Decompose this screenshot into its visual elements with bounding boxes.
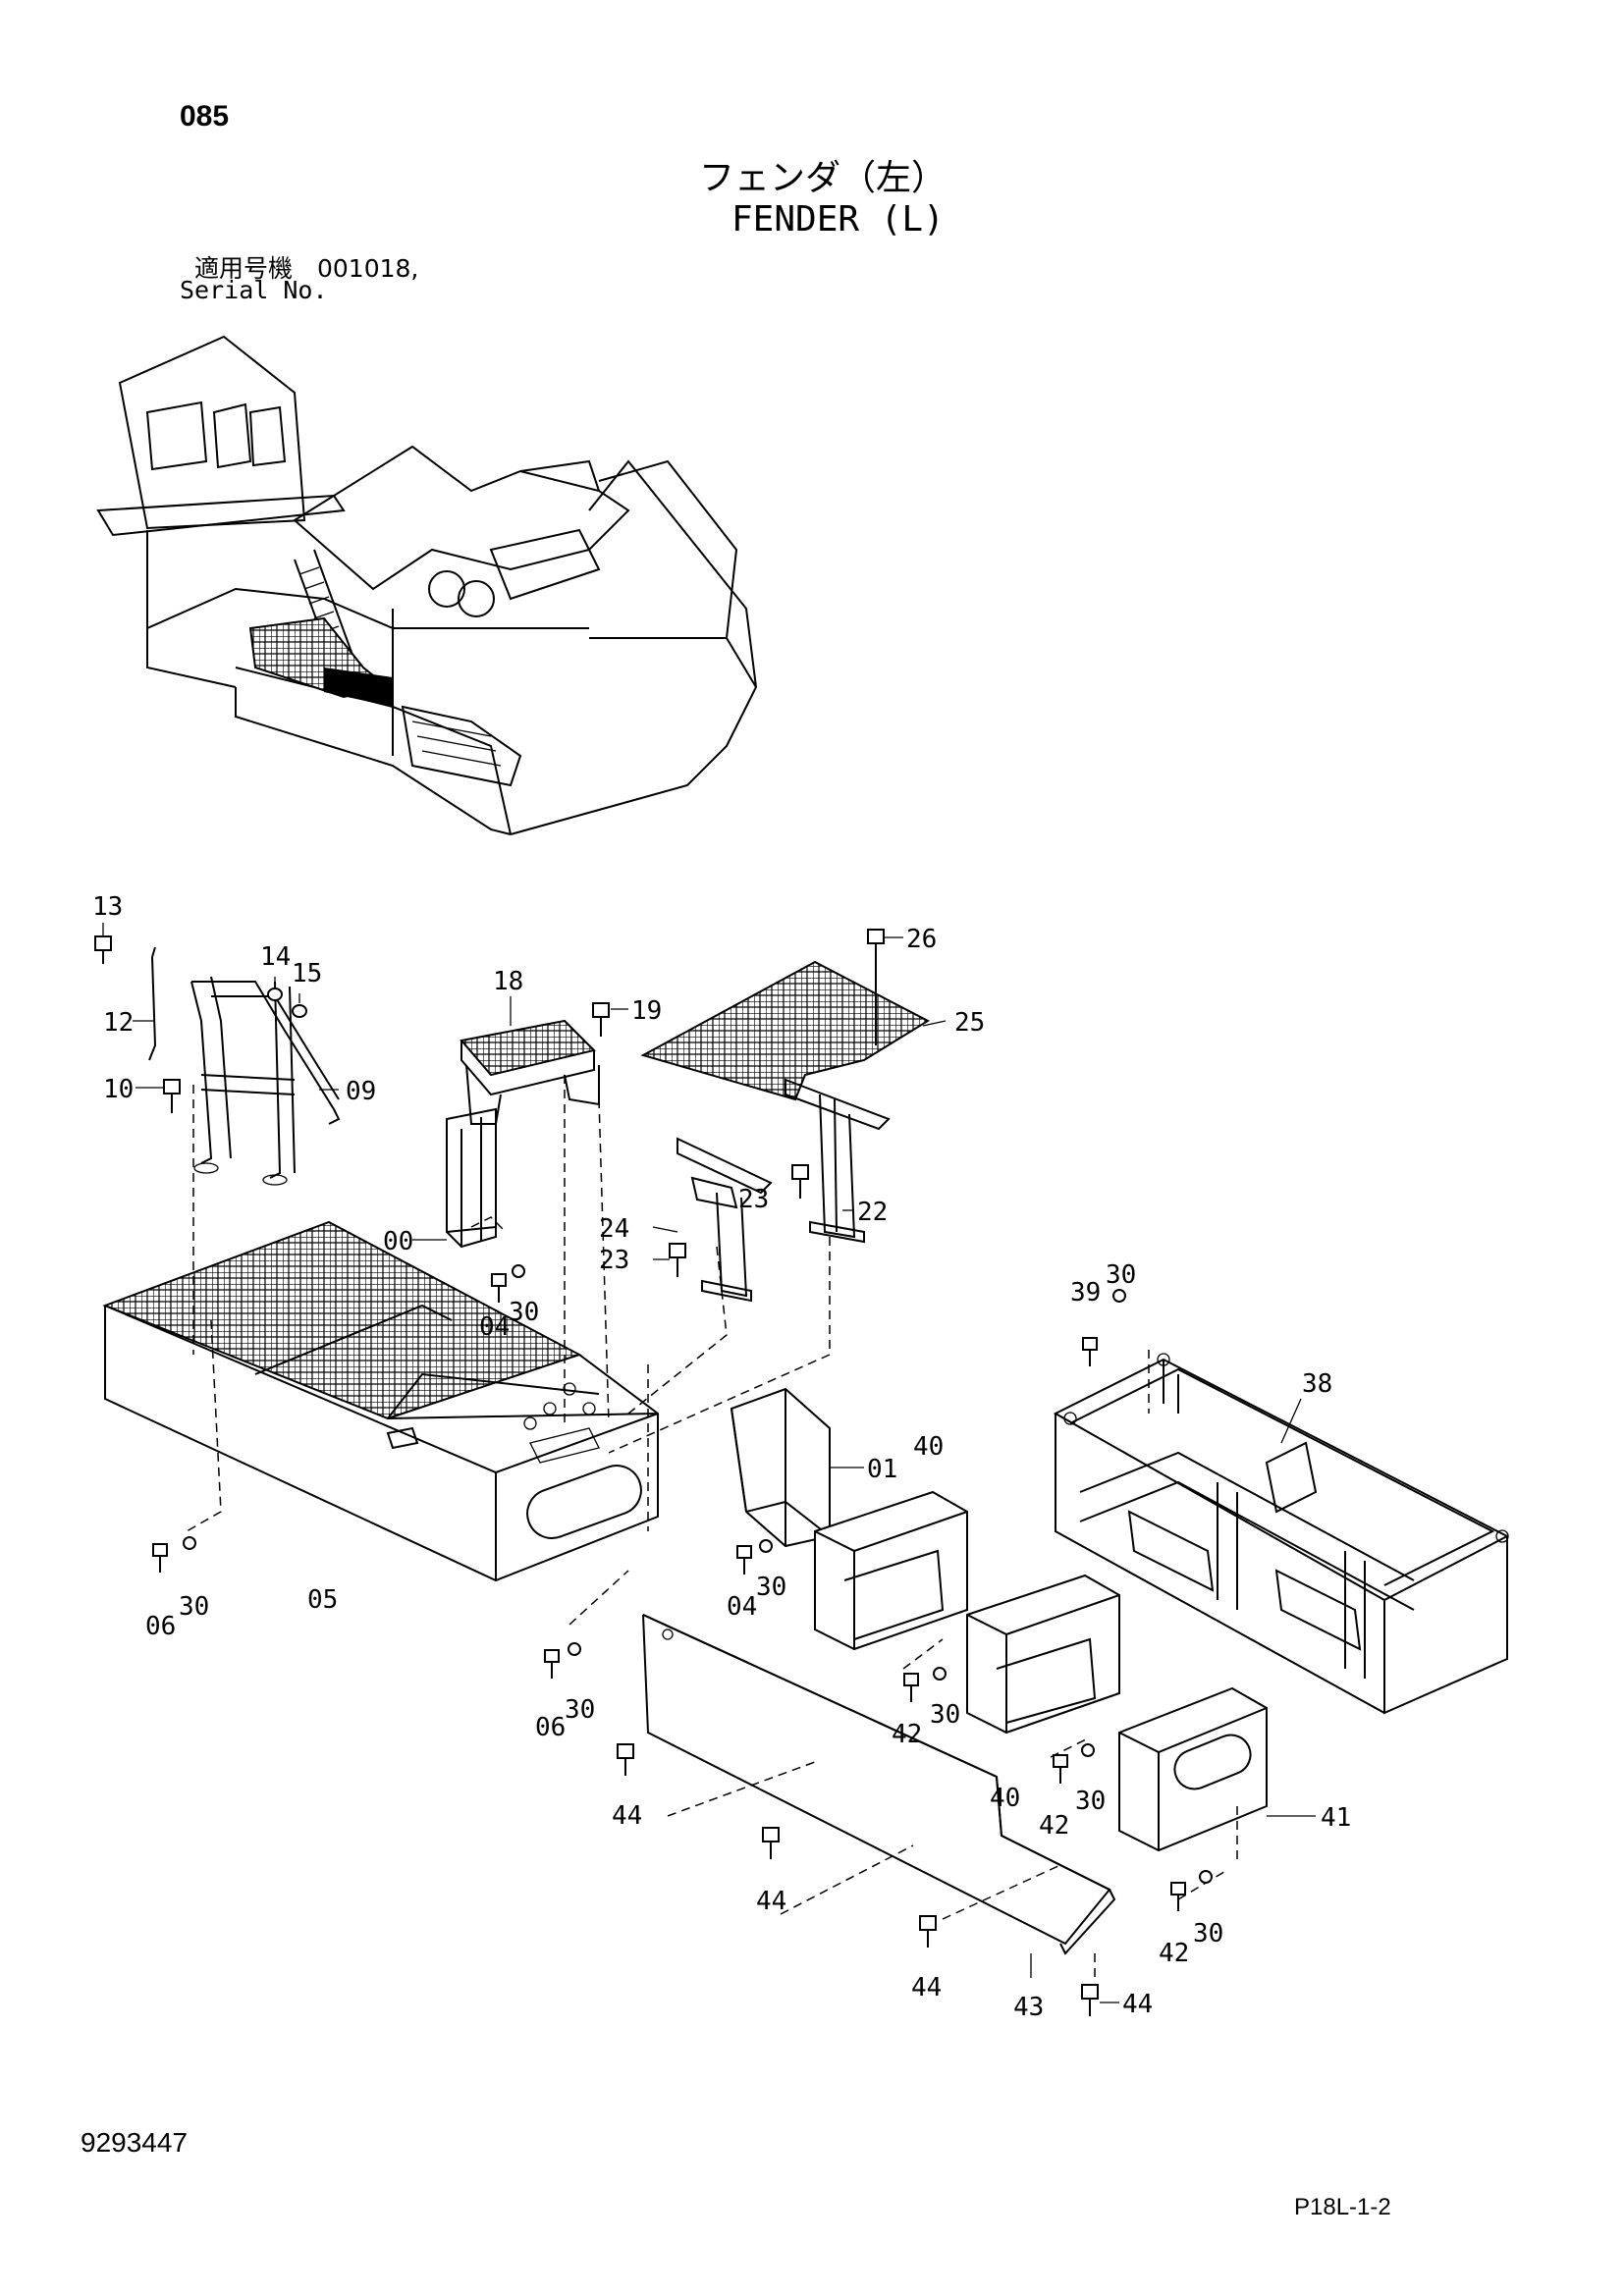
callout-38: 38 bbox=[1302, 1369, 1332, 1399]
callout-19: 19 bbox=[631, 996, 662, 1026]
callout-30-left: 30 bbox=[509, 1298, 539, 1327]
callout-09: 09 bbox=[346, 1077, 376, 1106]
serial-label-english: Serial No. bbox=[180, 276, 328, 304]
callout-42-a: 42 bbox=[892, 1720, 922, 1749]
callout-30-center: 30 bbox=[756, 1573, 786, 1602]
handrail-assembly bbox=[148, 946, 341, 1186]
callout-44-d: 44 bbox=[1122, 1990, 1153, 2019]
callout-43: 43 bbox=[1013, 1993, 1044, 2022]
callout-44-c: 44 bbox=[911, 1973, 942, 2002]
document-number: 9293447 bbox=[81, 2127, 189, 2158]
support-24 bbox=[677, 1137, 773, 1303]
page-number: 085 bbox=[180, 100, 230, 133]
callout-26: 26 bbox=[906, 925, 937, 954]
sheet-id: P18L-1-2 bbox=[1294, 2194, 1391, 2220]
frame-38 bbox=[1053, 1353, 1509, 1715]
callout-15: 15 bbox=[292, 959, 322, 988]
callout-12: 12 bbox=[103, 1008, 134, 1038]
callout-22: 22 bbox=[857, 1198, 888, 1227]
callout-00: 00 bbox=[383, 1227, 413, 1256]
bracket-00 bbox=[446, 1107, 497, 1249]
callout-18: 18 bbox=[493, 967, 523, 996]
callout-04-left: 04 bbox=[479, 1312, 510, 1342]
callout-05: 05 bbox=[307, 1585, 338, 1615]
box-40-lower bbox=[966, 1574, 1120, 1735]
callout-labels: 13 14 15 12 09 10 18 19 26 25 00 24 23 2… bbox=[92, 892, 1351, 2022]
callout-06-center: 06 bbox=[535, 1713, 566, 1742]
callout-42-b: 42 bbox=[1039, 1811, 1069, 1841]
box-41 bbox=[1118, 1686, 1268, 1852]
callout-30-center-lower: 30 bbox=[565, 1695, 595, 1725]
callout-23-lower: 23 bbox=[599, 1246, 629, 1275]
callout-41: 41 bbox=[1321, 1803, 1351, 1833]
callout-23-upper: 23 bbox=[738, 1185, 769, 1214]
callout-25: 25 bbox=[954, 1008, 985, 1038]
bracket-01 bbox=[730, 1387, 831, 1548]
callout-40-lower: 40 bbox=[990, 1784, 1020, 1813]
callout-39: 39 bbox=[1070, 1278, 1101, 1308]
title-japanese: フェンダ（左） bbox=[699, 158, 947, 198]
plate-43 bbox=[642, 1614, 1116, 1955]
callout-30-c: 30 bbox=[1193, 1919, 1223, 1949]
callout-06-left: 06 bbox=[145, 1612, 176, 1641]
callout-44-a: 44 bbox=[612, 1801, 642, 1831]
callout-10: 10 bbox=[103, 1075, 134, 1104]
leader-lines bbox=[102, 923, 1316, 2003]
hardware bbox=[94, 929, 1213, 2016]
callout-30-left-lower: 30 bbox=[179, 1592, 209, 1622]
callout-30-b: 30 bbox=[1075, 1787, 1106, 1816]
box-40-upper bbox=[814, 1490, 968, 1651]
grating-25 bbox=[640, 960, 931, 1101]
machine-overview bbox=[96, 335, 758, 835]
callout-01: 01 bbox=[867, 1455, 897, 1484]
fender-box-05 bbox=[102, 1220, 659, 1582]
callout-44-b: 44 bbox=[756, 1887, 786, 1916]
support-22 bbox=[785, 1078, 891, 1244]
title-english: FENDER (L) bbox=[731, 199, 945, 240]
step-18 bbox=[460, 1019, 600, 1125]
callout-13: 13 bbox=[92, 892, 123, 922]
assembly-lines bbox=[186, 1075, 1238, 1983]
callout-14: 14 bbox=[260, 942, 291, 972]
serial-label-japanese: 適用号機 001018, bbox=[194, 254, 419, 283]
callout-04-center: 04 bbox=[727, 1592, 757, 1622]
callout-42-c: 42 bbox=[1159, 1939, 1189, 1968]
callout-30-frame: 30 bbox=[1106, 1260, 1136, 1290]
callout-30-a: 30 bbox=[930, 1700, 960, 1730]
callout-24: 24 bbox=[599, 1214, 629, 1244]
callout-40-upper: 40 bbox=[913, 1432, 944, 1462]
